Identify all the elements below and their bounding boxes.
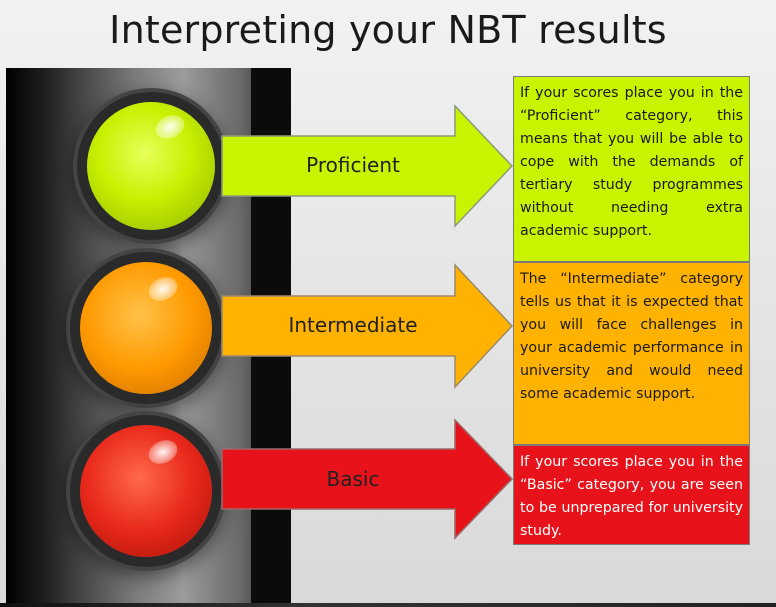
proficient-description: If your scores place you in the “Profici… — [513, 76, 750, 262]
label-intermediate: Intermediate — [288, 313, 418, 337]
intermediate-description: The “Intermediate” category tells us tha… — [513, 262, 750, 445]
arrow-intermediate — [221, 263, 514, 389]
label-basic: Basic — [326, 467, 380, 491]
bottom-border — [0, 603, 776, 607]
basic-description: If your scores place you in the “Basic” … — [513, 445, 750, 545]
arrow-basic — [221, 418, 514, 540]
page-title: Interpreting your NBT results — [109, 8, 667, 52]
label-proficient: Proficient — [306, 153, 400, 177]
arrow-proficient — [221, 104, 514, 228]
red-light-icon — [80, 425, 212, 557]
orange-light-icon — [80, 262, 212, 394]
green-light-icon — [87, 102, 215, 230]
